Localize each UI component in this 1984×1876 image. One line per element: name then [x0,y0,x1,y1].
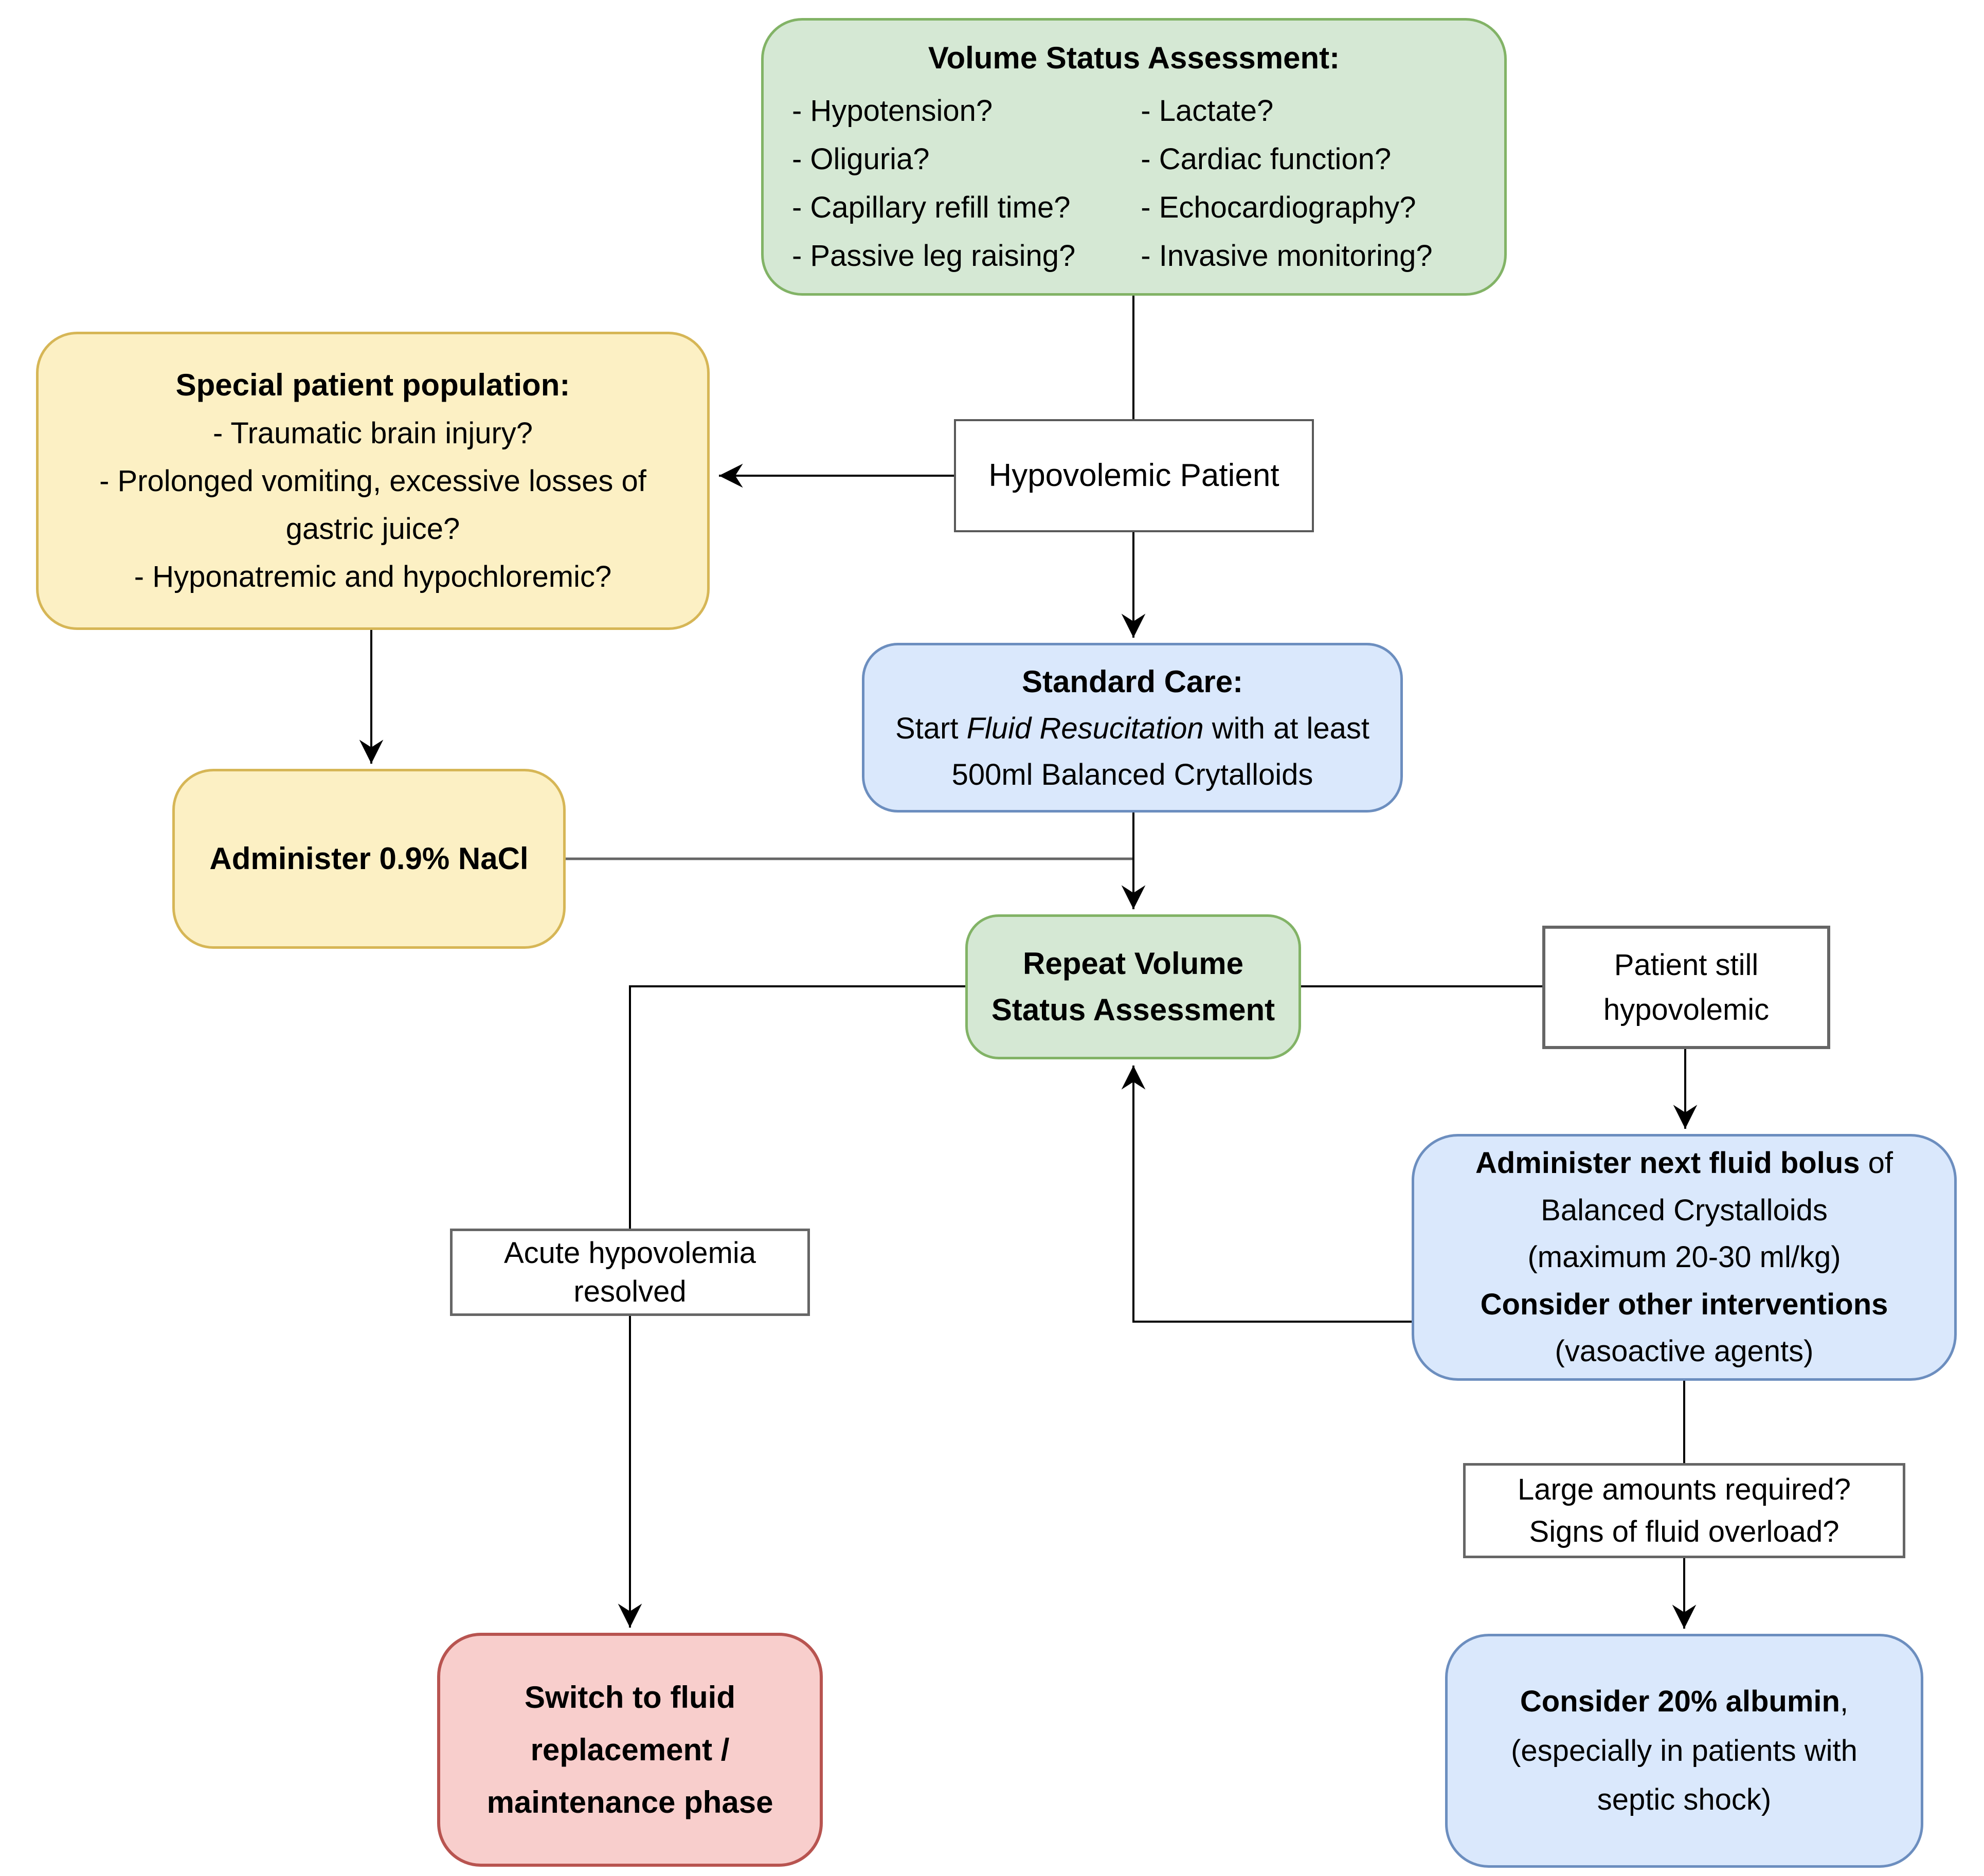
consider-albumin-node: Consider 20% albumin, (especially in pat… [1445,1634,1923,1868]
repeat-volume-node: Repeat Volume Status Assessment [965,914,1301,1059]
acute-resolved-line2: resolved [573,1275,687,1308]
administer-bolus-line3: (maximum 20-30 ml/kg) [1527,1240,1841,1274]
switch-fluid-replacement-node: Switch to fluid replacement / maintenanc… [437,1633,823,1867]
switch-fluid-line1: Switch to fluid [525,1680,735,1715]
volume-status-checklist: - Hypotension? - Oliguria? - Capillary r… [764,87,1504,280]
volume-status-right-column: - Lactate? - Cardiac function? - Echocar… [1141,87,1476,280]
standard-care-title: Standard Care: [1021,664,1243,699]
standard-care-node: Standard Care: Start Fluid Resucitation … [862,643,1403,813]
patient-still-hypovolemic-node: Patient still hypovolemic [1542,926,1830,1049]
consider-albumin-line1: Consider 20% albumin, [1520,1677,1848,1726]
administer-bolus-line1-post: of [1860,1146,1893,1180]
consider-albumin-line1-post: , [1839,1684,1849,1718]
connector-repeat-to-resolved [629,985,965,1229]
administer-bolus-line5: (vasoactive agents) [1555,1334,1814,1368]
administer-nacl-node: Administer 0.9% NaCl [172,769,566,949]
special-population-item: - Hyponatremic and hypochloremic? [134,560,612,593]
checklist-item: - Cardiac function? [1141,142,1392,176]
standard-care-line2-post: with at least [1203,711,1369,745]
standard-care-line3: 500ml Balanced Crytalloids [951,757,1313,791]
hypovolemic-patient-label: Hypovolemic Patient [988,458,1279,494]
patient-still-line1: Patient still [1614,948,1759,982]
administer-bolus-line4: Consider other interventions [1480,1287,1888,1321]
standard-care-line2: Start Fluid Resucitation with at least [895,706,1369,752]
administer-bolus-node: Administer next fluid bolus of Balanced … [1412,1134,1957,1381]
checklist-item: - Capillary refill time? [792,191,1071,224]
checklist-item: - Hypotension? [792,94,993,128]
administer-bolus-line1-bold: Administer next fluid bolus [1475,1146,1860,1180]
hypovolemic-patient-node: Hypovolemic Patient [954,419,1314,532]
standard-care-line2-italic: Fluid Resucitation [966,711,1204,745]
patient-still-line2: hypovolemic [1603,993,1770,1026]
volume-status-left-column: - Hypotension? - Oliguria? - Capillary r… [792,87,1141,280]
checklist-item: - Echocardiography? [1141,191,1416,224]
checklist-item: - Invasive monitoring? [1141,239,1433,273]
administer-nacl-label: Administer 0.9% NaCl [209,841,529,876]
large-amounts-line1: Large amounts required? [1517,1473,1851,1507]
checklist-item: - Oliguria? [792,142,930,176]
large-amounts-node: Large amounts required? Signs of fluid o… [1463,1463,1905,1558]
acute-hypovolemia-resolved-node: Acute hypovolemia resolved [450,1229,810,1316]
administer-bolus-line1: Administer next fluid bolus of [1475,1140,1893,1187]
checklist-item: - Lactate? [1141,94,1274,128]
acute-resolved-line1: Acute hypovolemia [503,1236,756,1270]
consider-albumin-line1-bold: Consider 20% albumin [1520,1684,1840,1718]
consider-albumin-line3: septic shock) [1597,1783,1772,1817]
special-population-item: - Traumatic brain injury? [212,417,533,450]
switch-fluid-line3: maintenance phase [486,1784,773,1819]
standard-care-line2-pre: Start [895,711,967,745]
special-population-node: Special patient population: - Traumatic … [36,332,710,630]
special-population-item: - Prolonged vomiting, excessive losses o… [99,464,646,498]
volume-status-assessment-node: Volume Status Assessment: - Hypotension?… [761,18,1507,296]
special-population-item-continuation: gastric juice? [285,512,460,546]
checklist-item: - Passive leg raising? [792,239,1076,273]
consider-albumin-line2: (especially in patients with [1511,1734,1857,1767]
connector-bolus-loop-to-repeat-arrow [1121,1066,1412,1323]
special-population-title: Special patient population: [175,368,570,403]
volume-status-title: Volume Status Assessment: [928,41,1340,76]
switch-fluid-line2: replacement / [530,1732,730,1767]
repeat-volume-line1: Repeat Volume [1023,946,1243,981]
administer-bolus-line2: Balanced Crystalloids [1541,1193,1828,1227]
large-amounts-line2: Signs of fluid overload? [1529,1514,1839,1548]
repeat-volume-line2: Status Assessment [991,993,1275,1027]
